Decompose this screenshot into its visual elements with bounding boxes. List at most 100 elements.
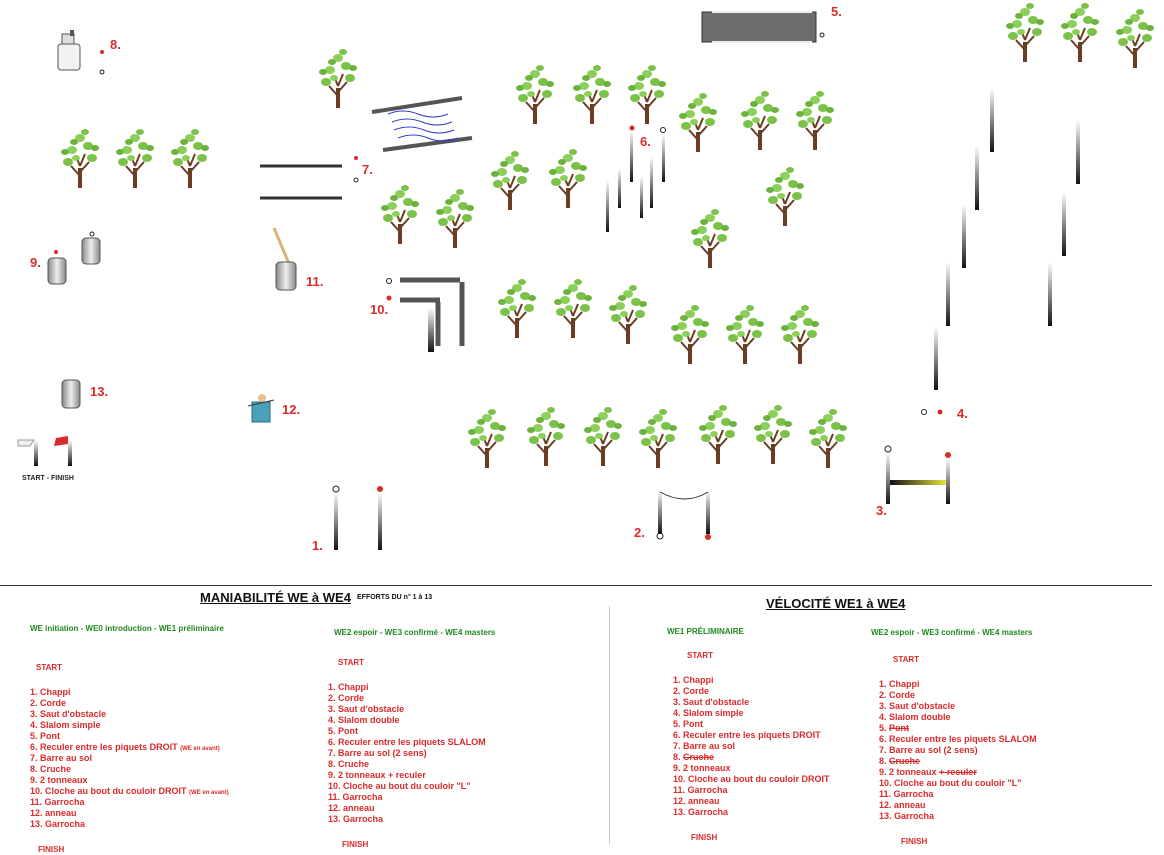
item-number: 1. bbox=[328, 682, 336, 692]
tree bbox=[582, 405, 624, 468]
item-text: Garrocha bbox=[342, 792, 383, 802]
list-item: 9. 2 tonneaux bbox=[30, 775, 229, 786]
start-label: START bbox=[687, 651, 714, 660]
item-text: Chappi bbox=[889, 679, 920, 689]
list-item: 12. anneau bbox=[879, 800, 1037, 811]
item-text: Cloche au bout du couloir "L" bbox=[894, 778, 1022, 788]
item-number: 7. bbox=[673, 741, 681, 751]
list-item: 12. anneau bbox=[328, 803, 486, 814]
list-item: 6. Reculer entre les piquets SLALOM bbox=[879, 734, 1037, 745]
item-number: 3. bbox=[673, 697, 681, 707]
velocite-left-group: WE1 PRÉLIMINAIRE bbox=[667, 627, 744, 636]
tree bbox=[626, 63, 668, 126]
item-text: Slalom simple bbox=[40, 720, 101, 730]
label-8: 8. bbox=[110, 37, 121, 52]
item-number: 2. bbox=[328, 693, 336, 703]
start-label: START bbox=[36, 663, 63, 672]
garrocha-icon bbox=[272, 227, 297, 291]
tree bbox=[724, 303, 766, 366]
list-item: 6. Reculer entre les piquets SLALOM bbox=[328, 737, 486, 748]
list-item: 13. Garrocha bbox=[879, 811, 1037, 822]
item-number: 8. bbox=[30, 764, 38, 774]
item-text: Reculer entre les piquets SLALOM bbox=[889, 734, 1037, 744]
item-extra: + reculer bbox=[939, 767, 977, 777]
trees bbox=[59, 1, 1156, 470]
item-text: Saut d'obstacle bbox=[889, 701, 956, 711]
item-text: Barre au sol (2 sens) bbox=[338, 748, 427, 758]
item-number: 4. bbox=[30, 720, 38, 730]
start-label: START bbox=[893, 655, 920, 664]
finish-label: FINISH bbox=[691, 833, 718, 842]
barrel-13-icon bbox=[61, 379, 81, 409]
list-item: 8. Cruche bbox=[673, 752, 830, 763]
tree bbox=[379, 183, 421, 246]
finish-label: FINISH bbox=[342, 840, 369, 849]
item-number: 1. bbox=[673, 675, 681, 685]
item-text: Pont bbox=[338, 726, 359, 736]
tree bbox=[434, 187, 476, 250]
list-item: 3. Saut d'obstacle bbox=[30, 709, 229, 720]
item-text: Cloche au bout du couloir DROIT bbox=[688, 774, 830, 784]
maniabilite-right-group: WE2 espoir - WE3 confirmé - WE4 masters bbox=[334, 628, 496, 637]
item-number: 9. bbox=[879, 767, 887, 777]
item-text: Barre au sol (2 sens) bbox=[889, 745, 978, 755]
item-number: 2. bbox=[673, 686, 681, 696]
list-item: 3. Saut d'obstacle bbox=[673, 697, 830, 708]
item-number: 13. bbox=[30, 819, 43, 829]
item-text: Corde bbox=[40, 698, 67, 708]
list-item: 8. Cruche bbox=[879, 756, 1037, 767]
item-number: 5. bbox=[328, 726, 336, 736]
list-item: 7. Barre au sol (2 sens) bbox=[328, 748, 486, 759]
list-item: 11. Garrocha bbox=[30, 797, 229, 808]
list-item: 10. Cloche au bout du couloir DROIT (WE … bbox=[30, 786, 229, 797]
item-text: anneau bbox=[343, 803, 375, 813]
item-number: 1. bbox=[879, 679, 887, 689]
item-text: Cruche bbox=[683, 752, 715, 762]
label-3: 3. bbox=[876, 503, 887, 518]
list-item: 13. Garrocha bbox=[328, 814, 486, 825]
item-text: Saut d'obstacle bbox=[683, 697, 750, 707]
label-10: 10. bbox=[370, 302, 388, 317]
maniabilite-title: MANIABILITÉ WE à WE4 bbox=[200, 590, 351, 605]
item-number: 6. bbox=[673, 730, 681, 740]
item-text: anneau bbox=[688, 796, 720, 806]
tree bbox=[489, 149, 531, 212]
item-number: 12. bbox=[328, 803, 341, 813]
item-text: Cruche bbox=[338, 759, 370, 769]
item-number: 12. bbox=[879, 800, 892, 810]
item-text: Chappi bbox=[338, 682, 369, 692]
item-number: 9. bbox=[673, 763, 681, 773]
item-number: 11. bbox=[30, 797, 43, 807]
item-number: 10. bbox=[30, 786, 43, 796]
finish-label: FINISH bbox=[38, 845, 65, 854]
item-text: Chappi bbox=[40, 687, 71, 697]
item-text: Cruche bbox=[889, 756, 921, 766]
back-up-poles bbox=[606, 125, 666, 232]
tree bbox=[779, 303, 821, 366]
list-item: 4. Slalom double bbox=[879, 712, 1037, 723]
item-text: Barre au sol bbox=[40, 753, 93, 763]
item-text: Garrocha bbox=[894, 811, 935, 821]
item-number: 3. bbox=[328, 704, 336, 714]
item-text: Saut d'obstacle bbox=[338, 704, 405, 714]
list-item: 5. Pont bbox=[673, 719, 830, 730]
list-item: 1. Chappi bbox=[673, 675, 830, 686]
item-text: Garrocha bbox=[688, 807, 729, 817]
item-text: Saut d'obstacle bbox=[40, 709, 107, 719]
label-5: 5. bbox=[831, 4, 842, 19]
tree bbox=[697, 403, 739, 466]
tree bbox=[496, 277, 538, 340]
item-number: 7. bbox=[879, 745, 887, 755]
label-9: 9. bbox=[30, 255, 41, 270]
list-item: 10. Cloche au bout du couloir "L" bbox=[879, 778, 1037, 789]
tree bbox=[59, 127, 101, 190]
tree bbox=[466, 407, 508, 470]
start-finish-label: START - FINISH bbox=[22, 475, 74, 482]
item-text: Reculer entre les piquets DROIT bbox=[40, 742, 178, 752]
item-text: Slalom double bbox=[889, 712, 951, 722]
label-12: 12. bbox=[282, 402, 300, 417]
chappi-poles bbox=[332, 485, 383, 550]
list-item: 5. Pont bbox=[879, 723, 1037, 734]
